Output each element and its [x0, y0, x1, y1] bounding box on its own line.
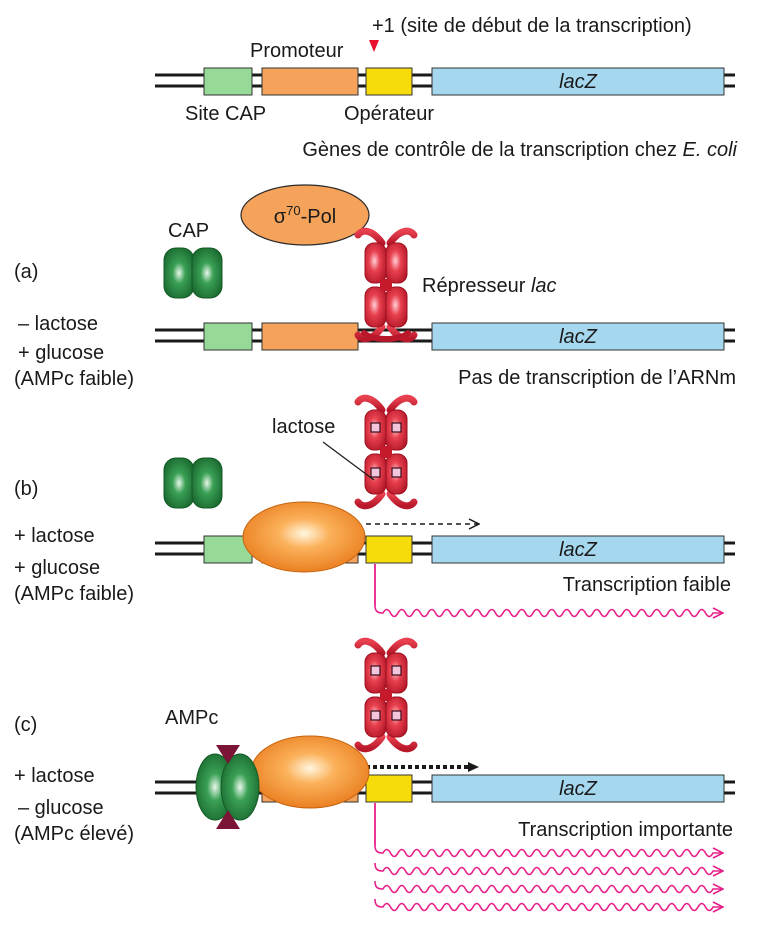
figure-caption: Gènes de contrôle de la transcription ch…	[302, 139, 737, 161]
lacz-label-c: lacZ	[559, 778, 598, 800]
condition-ampc-c: (AMPc élevé)	[14, 823, 134, 845]
cap-site-label: Site CAP	[185, 103, 266, 125]
ampc-label: AMPc	[165, 707, 218, 729]
lacz-label-a: lacZ	[559, 326, 598, 348]
mrna-wave	[374, 880, 722, 893]
dna-strand-b: lacZ	[155, 535, 735, 564]
lac-repressor-c	[358, 641, 414, 749]
panel-b-letter: (b)	[14, 478, 38, 500]
mrna-transcript-c-3	[374, 880, 722, 893]
cap-label: CAP	[168, 220, 209, 242]
cap-site-box	[203, 67, 253, 96]
mrna-wave	[374, 898, 722, 911]
lacz-label-b: lacZ	[559, 539, 598, 561]
mrna-wave	[374, 604, 722, 617]
mrna-transcript-b	[374, 604, 722, 617]
start-site-marker-icon	[369, 40, 379, 52]
condition-glucose-a: + glucose	[18, 342, 104, 364]
condition-lactose-b: + lactose	[14, 525, 95, 547]
condition-lactose-a: – lactose	[18, 313, 98, 335]
lacz-label-header: lacZ	[559, 71, 598, 93]
cap-ampc-complex	[195, 745, 260, 829]
condition-ampc-b: (AMPc faible)	[14, 583, 134, 605]
result-c: Transcription importante	[518, 819, 733, 841]
result-b: Transcription faible	[563, 574, 731, 596]
panel-b: lactose (b) + lactose + glucose (AMPc fa…	[14, 398, 735, 616]
mrna-wave	[374, 844, 722, 857]
operator-box	[365, 67, 413, 96]
polymerase-c	[250, 735, 370, 809]
lacz-box	[431, 67, 725, 96]
cap-protein-b	[163, 457, 223, 509]
mrna-wave	[374, 862, 722, 875]
mrna-transcript-c-4	[374, 898, 722, 911]
lac-repressor-b	[358, 398, 414, 506]
polymerase-b	[242, 501, 366, 573]
cap-protein-a	[163, 247, 223, 299]
panel-c-letter: (c)	[14, 714, 37, 736]
header-section: +1 (site de début de la transcription) P…	[155, 15, 738, 161]
condition-lactose-c: + lactose	[14, 765, 95, 787]
condition-ampc-a: (AMPc faible)	[14, 368, 134, 390]
lactose-label: lactose	[272, 416, 335, 438]
ampc-wedge-bottom-icon	[216, 810, 240, 829]
repressor-label: Répresseur lac	[422, 275, 557, 297]
mrna-transcript-c-2	[374, 862, 722, 875]
dna-strand-header: lacZ	[155, 67, 735, 96]
promoter-label: Promoteur	[250, 40, 344, 62]
repressor-dna-grip	[361, 330, 411, 342]
condition-glucose-c: – glucose	[18, 797, 104, 819]
lactose-pointer-line	[322, 441, 375, 481]
panel-a: σ70-Pol CAP (a) – lactose + glucose (AMP…	[14, 184, 736, 390]
result-a: Pas de transcription de l’ARNm	[458, 367, 736, 389]
promoter-box	[261, 67, 359, 96]
condition-glucose-b: + glucose	[14, 557, 100, 579]
lac-repressor-a	[358, 231, 414, 339]
start-site-label: +1 (site de début de la transcription)	[372, 15, 692, 37]
operator-label: Opérateur	[344, 103, 434, 125]
sigma70-polymerase	[240, 184, 370, 246]
panel-c: AMPc (c) + lactose – glucose (AMPc élevé…	[14, 641, 735, 910]
mrna-transcript-c-1	[374, 844, 722, 857]
panel-a-letter: (a)	[14, 261, 38, 283]
polymerase-label-a: σ70-Pol	[274, 203, 336, 228]
dna-strand-a: lacZ	[155, 322, 735, 351]
ampc-wedge-top-icon	[216, 745, 240, 764]
